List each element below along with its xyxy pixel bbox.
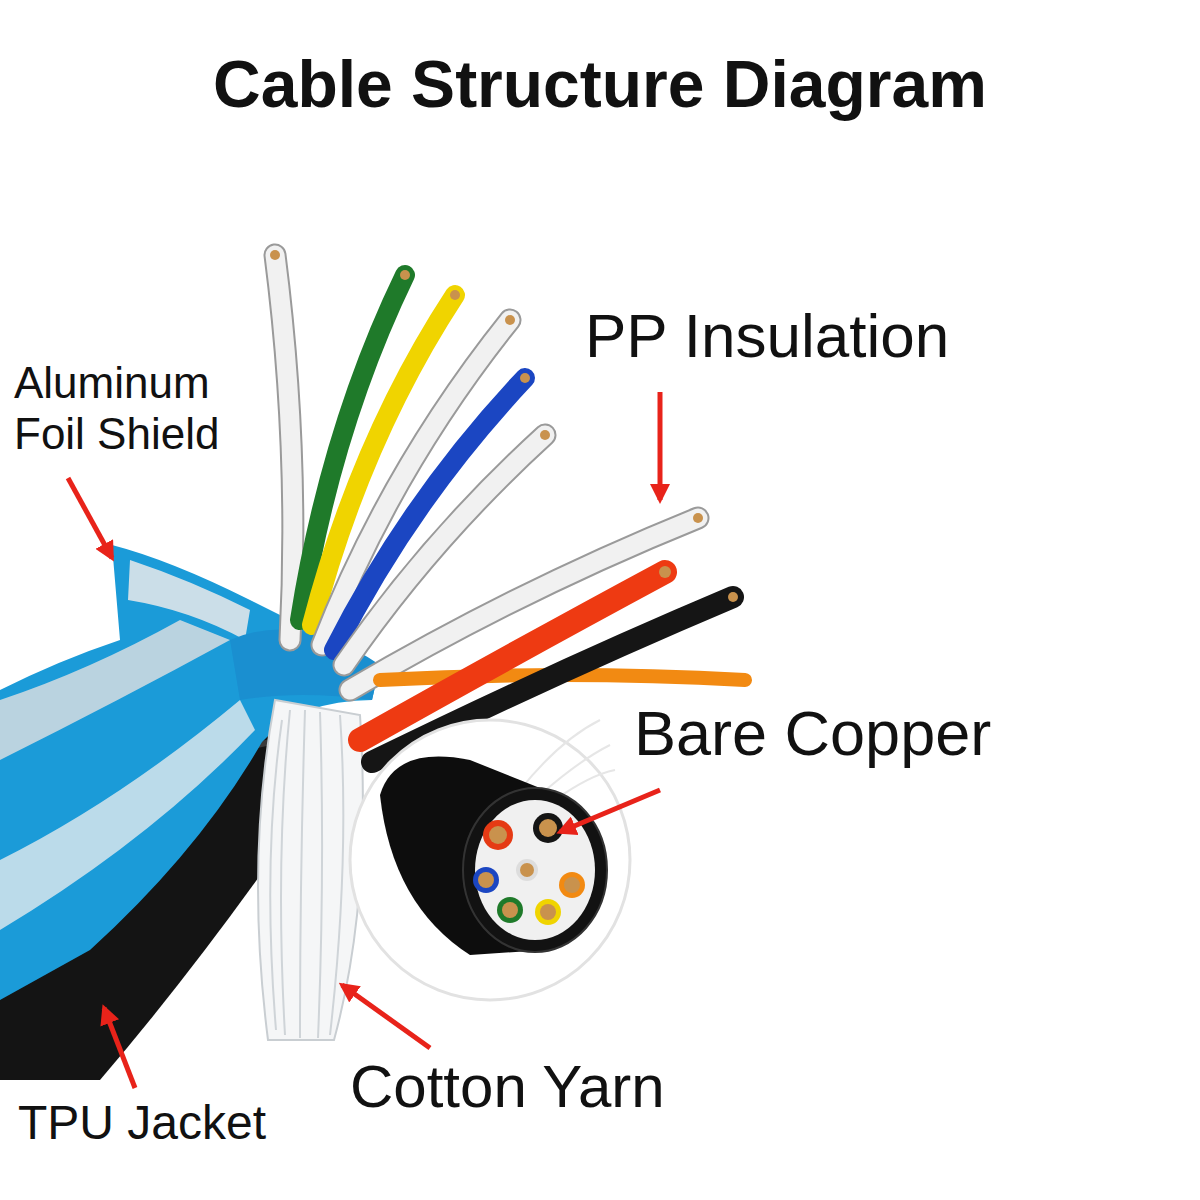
part-label: Cotton Yarn [350,1052,665,1121]
foil-silver [0,700,255,930]
diagram-title: Cable Structure Diagram [0,48,1200,121]
inset-circle [350,720,630,1000]
yarn-fibres [270,710,343,1038]
foil-silver [128,560,250,640]
part-label: Aluminum Foil Shield [14,358,276,459]
part-label: Bare Copper [634,697,991,769]
part-label: TPU Jacket [18,1095,266,1150]
cable-end-face [463,788,607,952]
leader-arrows [68,392,660,1088]
part-label: PP Insulation [585,300,949,371]
